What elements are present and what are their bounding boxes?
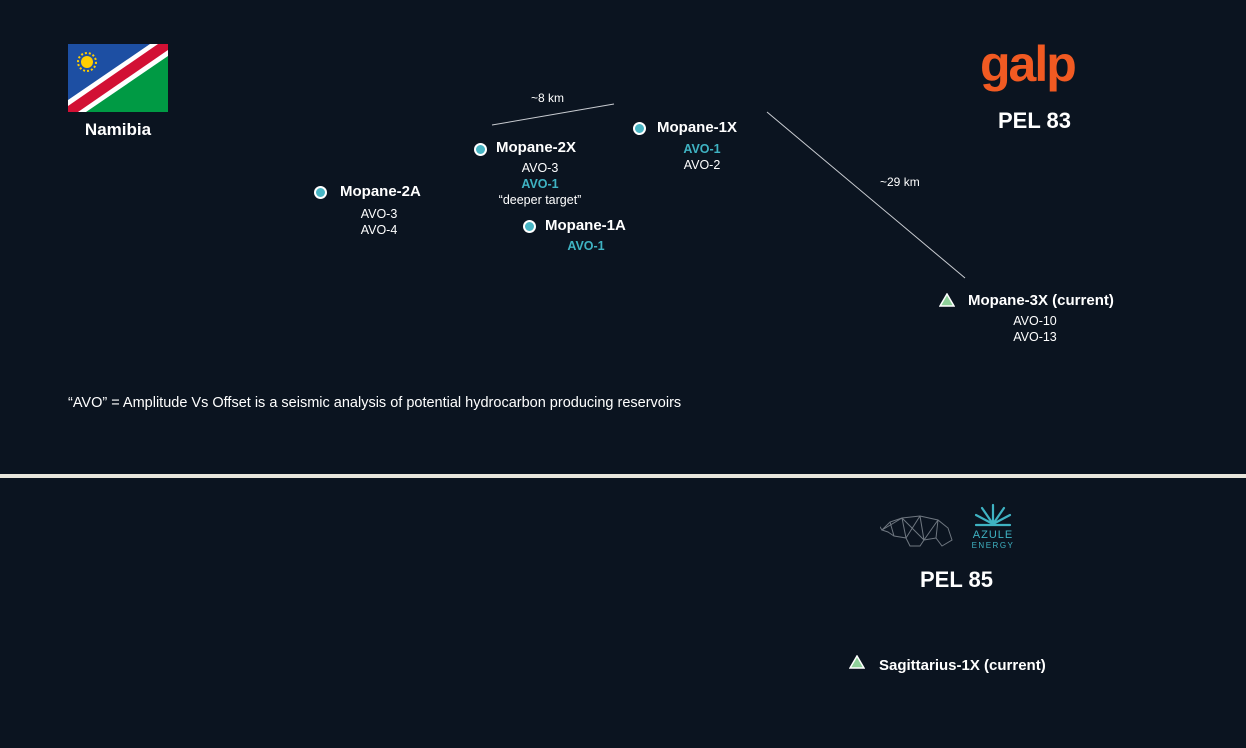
namibia-flag bbox=[68, 44, 168, 112]
avo-label-highlight: AVO-1 bbox=[521, 177, 559, 191]
pel85-label: PEL 85 bbox=[920, 567, 993, 592]
avo-label: AVO-4 bbox=[360, 223, 398, 237]
avo-label: AVO-10 bbox=[1013, 314, 1057, 328]
licence-boundary-divider bbox=[0, 474, 1246, 478]
well-avo-list-mopane-2a: AVO-3 AVO-4 bbox=[349, 206, 409, 238]
well-name-mopane-3x: Mopane-3X (current) bbox=[968, 292, 1114, 309]
avo-label: AVO-3 bbox=[360, 207, 398, 221]
well-name-mopane-2a: Mopane-2A bbox=[340, 183, 421, 200]
country-name: Namibia bbox=[84, 120, 152, 139]
well-name-mopane-1a: Mopane-1A bbox=[545, 217, 626, 234]
well-marker-mopane-1x[interactable] bbox=[633, 122, 646, 135]
well-marker-mopane-2x[interactable] bbox=[474, 143, 487, 156]
well-avo-list-mopane-3x: AVO-10 AVO-13 bbox=[1000, 313, 1070, 345]
azule-logo-text: AZULE ENERGY bbox=[962, 529, 1024, 551]
avo-definition-note: “AVO” = Amplitude Vs Offset is a seismic… bbox=[68, 395, 682, 411]
pel83-label: PEL 83 bbox=[998, 108, 1071, 133]
sun-icon bbox=[77, 52, 97, 72]
avo-label: AVO-13 bbox=[1013, 330, 1057, 344]
avo-label: AVO-2 bbox=[683, 158, 721, 172]
galp-logo: galp bbox=[980, 36, 1077, 92]
avo-label: AVO-3 bbox=[521, 161, 559, 175]
well-name-mopane-1x: Mopane-1X bbox=[657, 119, 738, 136]
well-marker-mopane-3x-triangle-icon[interactable] bbox=[939, 293, 955, 307]
well-note: “deeper target” bbox=[498, 193, 582, 207]
distance-line-8km bbox=[491, 103, 615, 126]
well-avo-list-mopane-1x: AVO-1 AVO-2 bbox=[672, 141, 732, 173]
well-name-sagittarius-1x: Sagittarius-1X (current) bbox=[879, 657, 1046, 674]
well-marker-mopane-2a[interactable] bbox=[314, 186, 327, 199]
distance-label-8km: ~8 km bbox=[531, 91, 565, 105]
well-avo-list-mopane-2x: AVO-3 AVO-1 “deeper target” bbox=[480, 160, 600, 208]
azule-wordmark: AZULE bbox=[972, 529, 1014, 541]
rhino-icon bbox=[880, 515, 953, 547]
distance-line-29km bbox=[766, 111, 966, 279]
well-name-mopane-2x: Mopane-2X bbox=[496, 139, 577, 156]
avo-label-highlight: AVO-1 bbox=[567, 239, 605, 253]
sunburst-icon bbox=[974, 503, 1012, 527]
distance-label-29km: ~29 km bbox=[880, 175, 920, 189]
avo-label-highlight: AVO-1 bbox=[683, 142, 721, 156]
well-marker-mopane-1a[interactable] bbox=[523, 220, 536, 233]
azule-wordmark-sub: ENERGY bbox=[971, 541, 1015, 550]
well-marker-sagittarius-1x-triangle-icon[interactable] bbox=[849, 655, 865, 669]
